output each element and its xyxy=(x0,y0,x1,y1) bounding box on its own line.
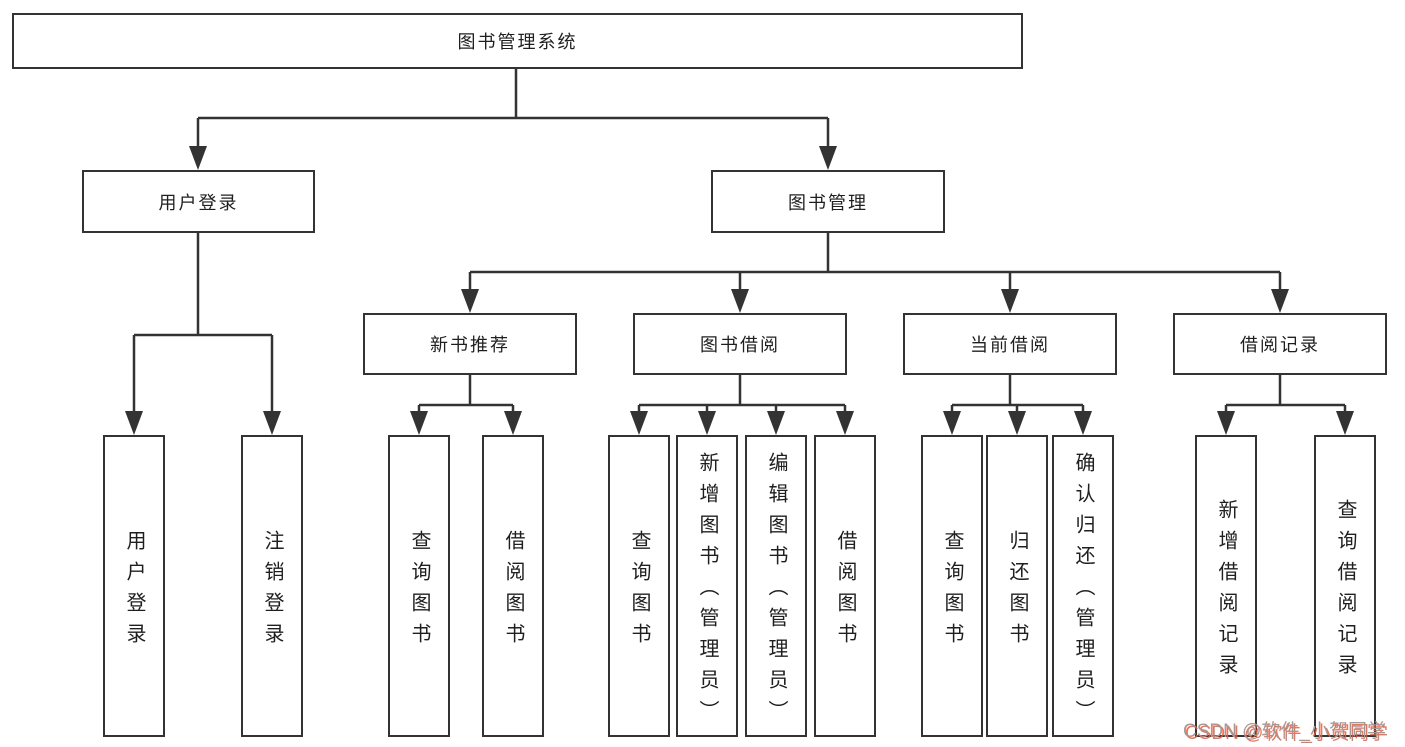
leaf-logout-login: 注销登录 xyxy=(241,435,303,737)
leaf-query-borrow-record: 查询借阅记录 xyxy=(1314,435,1376,737)
leaf-query-books-recommend: 查询图书 xyxy=(388,435,450,737)
node-current-borrowing: 当前借阅 xyxy=(903,313,1117,375)
leaf-return-books: 归还图书 xyxy=(986,435,1048,737)
node-borrowing-records-label: 借阅记录 xyxy=(1240,335,1320,355)
leaf-add-books-admin-label: 新增图书（管理员） xyxy=(696,452,718,731)
node-borrowing-records: 借阅记录 xyxy=(1173,313,1387,375)
node-user-login-label: 用户登录 xyxy=(158,192,239,213)
leaf-confirm-return-admin: 确认归还（管理员） xyxy=(1052,435,1114,737)
leaf-add-borrow-record-label: 新增借阅记录 xyxy=(1215,498,1237,685)
leaf-query-books-current-label: 查询图书 xyxy=(941,529,963,654)
node-book-management: 图书管理 xyxy=(711,170,945,233)
leaf-user-login-label: 用户登录 xyxy=(123,529,145,654)
leaf-query-books-current: 查询图书 xyxy=(921,435,983,737)
node-current-borrowing-label: 当前借阅 xyxy=(970,335,1050,355)
leaf-borrow-books-recommend: 借阅图书 xyxy=(482,435,544,737)
leaf-query-books-borrowing-label: 查询图书 xyxy=(628,529,650,654)
connectors-user-login-children xyxy=(125,233,281,435)
node-user-login: 用户登录 xyxy=(82,170,315,233)
leaf-query-books-recommend-label: 查询图书 xyxy=(408,529,430,654)
node-new-book-recommend: 新书推荐 xyxy=(363,313,577,375)
node-root-label: 图书管理系统 xyxy=(457,32,578,52)
csdn-watermark: CSDN @软件_小贺同学 xyxy=(1183,721,1386,742)
leaf-borrow-books-borrowing-label: 借阅图书 xyxy=(834,529,856,654)
leaf-logout-login-label: 注销登录 xyxy=(261,529,283,654)
leaf-edit-books-admin-label: 编辑图书（管理员） xyxy=(765,452,787,731)
leaf-add-borrow-record: 新增借阅记录 xyxy=(1195,435,1257,737)
leaf-borrow-books-recommend-label: 借阅图书 xyxy=(502,529,524,654)
leaf-add-books-admin: 新增图书（管理员） xyxy=(676,435,738,737)
node-new-book-recommend-label: 新书推荐 xyxy=(430,335,510,355)
leaf-query-books-borrowing: 查询图书 xyxy=(608,435,670,737)
leaf-edit-books-admin: 编辑图书（管理员） xyxy=(745,435,807,737)
connectors-root-to-level2 xyxy=(189,68,837,170)
leaf-return-books-label: 归还图书 xyxy=(1006,529,1028,654)
leaf-borrow-books-borrowing: 借阅图书 xyxy=(814,435,876,737)
leaf-user-login: 用户登录 xyxy=(103,435,165,737)
connectors-book-management-children xyxy=(461,233,1289,313)
node-root: 图书管理系统 xyxy=(12,13,1023,69)
connectors-book-borrowing-children xyxy=(630,375,854,435)
leaf-query-borrow-record-label: 查询借阅记录 xyxy=(1334,498,1356,685)
connectors-borrowing-records-children xyxy=(1217,375,1354,435)
node-book-borrowing-label: 图书借阅 xyxy=(700,335,780,355)
node-book-management-label: 图书管理 xyxy=(788,192,868,213)
connectors-new-book-recommend-children xyxy=(410,375,522,435)
node-book-borrowing: 图书借阅 xyxy=(633,313,847,375)
leaf-confirm-return-admin-label: 确认归还（管理员） xyxy=(1072,452,1094,731)
connectors-current-borrowing-children xyxy=(943,375,1092,435)
